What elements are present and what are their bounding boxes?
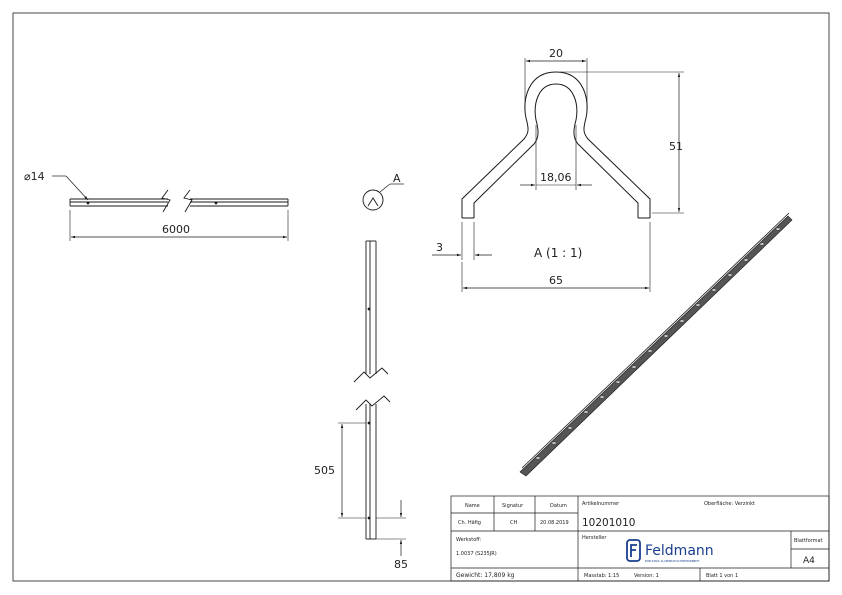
logo-f-glyph bbox=[630, 544, 637, 557]
profile-detail bbox=[461, 71, 651, 219]
detail-marker-profile bbox=[367, 197, 379, 207]
rail-isometric-view bbox=[519, 212, 793, 477]
tb-blatt: Blatt 1 von 1 bbox=[706, 573, 738, 579]
drawing-frame bbox=[12, 12, 830, 582]
tb-version: Version: 1 bbox=[634, 573, 659, 579]
detail-title: A (1 : 1) bbox=[534, 246, 582, 260]
tb-header-datum: Datum bbox=[550, 503, 567, 509]
logo-subtitle: EDELSTAHL ALUMINIUM SCHWEISSERBEIT bbox=[645, 559, 700, 563]
tb-header-hersteller: Hersteller bbox=[582, 535, 607, 541]
rail-hole bbox=[367, 421, 371, 425]
tb-artikelnummer: 10201010 bbox=[582, 517, 635, 529]
dim-height: 51 bbox=[669, 140, 683, 153]
tb-oberflaeche: Oberfläche: Verzinkt bbox=[704, 501, 755, 507]
rail-hole bbox=[86, 201, 90, 205]
tb-blattformat: A4 bbox=[803, 556, 815, 566]
iso-holes bbox=[535, 227, 781, 460]
tb-gewicht: Gewicht: 17,809 kg bbox=[456, 572, 515, 579]
tb-name: Ch. Häfig bbox=[458, 520, 481, 526]
rail-front-view-upper bbox=[353, 240, 389, 383]
dim-inner-width: 18,06 bbox=[540, 171, 572, 184]
rail-hole bbox=[214, 201, 218, 205]
tb-header-signatur: Signatur bbox=[502, 503, 524, 509]
tb-signatur: CH bbox=[510, 520, 517, 526]
dim-thickness: 3 bbox=[436, 241, 443, 254]
logo-mark bbox=[626, 539, 641, 562]
dim-width-top: 20 bbox=[549, 47, 563, 60]
tb-header-blattformat: Blattformat bbox=[794, 538, 823, 544]
title-block bbox=[450, 495, 830, 582]
tb-header-name: Name bbox=[465, 503, 480, 509]
logo-wordmark: Feldmann bbox=[645, 543, 714, 559]
rail-front-view-lower bbox=[355, 395, 391, 540]
dim-end-distance: 85 bbox=[394, 558, 408, 571]
tb-header-werkstoff: Werkstoff: bbox=[456, 537, 482, 543]
tb-datum: 20.08.2019 bbox=[540, 520, 569, 526]
detail-marker-label: A bbox=[393, 172, 401, 185]
rail-side-view bbox=[69, 189, 289, 213]
tb-masstab: Masstab: 1:15 bbox=[584, 573, 619, 579]
tb-header-artikelnummer: Artikelnummer bbox=[582, 501, 620, 507]
tb-werkstoff: 1.0037 (S235JR) bbox=[456, 551, 497, 557]
dim-hole-spacing: 505 bbox=[314, 464, 335, 477]
dim-width-bottom: 65 bbox=[549, 274, 563, 287]
feldmann-logo: Feldmann EDELSTAHL ALUMINIUM SCHWEISSERB… bbox=[626, 539, 714, 563]
rail-hole bbox=[367, 516, 371, 520]
dim-diameter: ⌀14 bbox=[24, 170, 45, 183]
rail-hole bbox=[367, 307, 371, 311]
dim-length: 6000 bbox=[162, 223, 190, 236]
detail-marker-circle bbox=[362, 189, 384, 211]
